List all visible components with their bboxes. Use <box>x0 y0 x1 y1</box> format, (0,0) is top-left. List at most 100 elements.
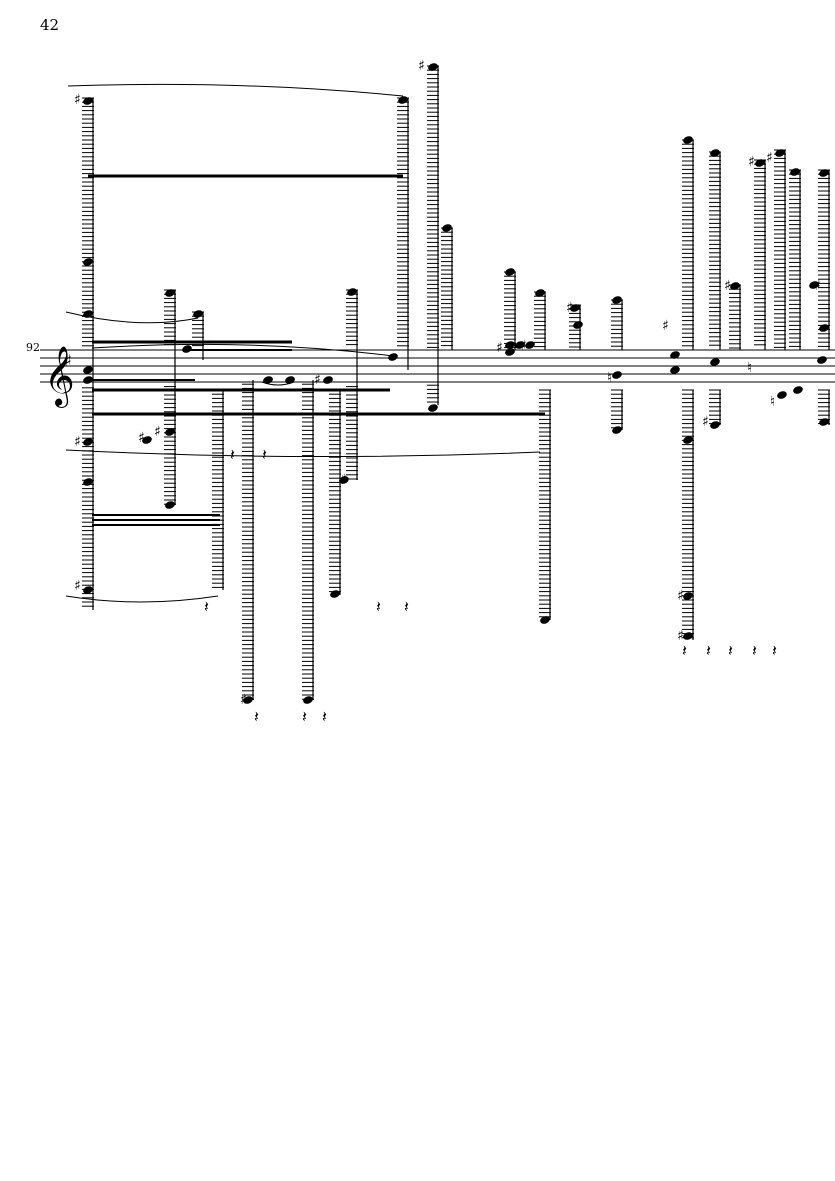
sharp-icon: ♯ <box>566 300 573 316</box>
slur <box>65 595 219 603</box>
sharp-icon: ♯ <box>662 318 669 334</box>
note-head <box>388 353 398 361</box>
note-head <box>612 371 622 379</box>
quarter-rest-icon: 𝄽 <box>404 597 409 616</box>
sharp-icon: ♯ <box>702 414 709 430</box>
quarter-rest-icon: 𝄽 <box>728 641 733 660</box>
page-number: 42 <box>40 16 60 34</box>
sharp-icon: ♯ <box>340 472 347 488</box>
note-head <box>330 590 340 598</box>
sharp-icon: ♯ <box>766 150 773 166</box>
note-head <box>428 404 438 412</box>
sharp-icon: ♯ <box>814 278 821 294</box>
note-head <box>83 376 93 384</box>
quarter-rest-icon: 𝄽 <box>302 707 307 726</box>
quarter-rest-icon: 𝄽 <box>230 445 235 464</box>
note-head <box>670 351 680 359</box>
note-head <box>83 438 93 446</box>
note-head <box>165 501 175 509</box>
note-head <box>83 478 93 486</box>
note-head <box>683 592 693 600</box>
note-head <box>790 168 800 176</box>
sharp-icon: ♯ <box>138 430 145 446</box>
note-head <box>809 281 819 289</box>
note-head <box>775 149 785 157</box>
quarter-rest-icon: 𝄽 <box>706 641 711 660</box>
note-head <box>612 296 622 304</box>
sharp-icon: ♯ <box>677 588 684 604</box>
note-head <box>505 341 515 349</box>
note-head <box>573 321 583 329</box>
slur <box>65 449 541 458</box>
note-head <box>83 366 93 374</box>
quarter-rest-icon: 𝄽 <box>376 597 381 616</box>
natural-icon: ♮ <box>607 370 612 386</box>
note-head <box>398 96 408 104</box>
note-head <box>710 421 720 429</box>
sharp-icon: ♯ <box>74 92 81 108</box>
note-head <box>710 149 720 157</box>
note-head <box>540 616 550 624</box>
note-head <box>515 341 525 349</box>
note-head <box>819 324 829 332</box>
slur <box>91 343 394 357</box>
quarter-rest-icon: 𝄽 <box>204 597 209 616</box>
sharp-icon: ♯ <box>74 578 81 594</box>
note-head <box>165 428 175 436</box>
slurs <box>65 83 541 603</box>
note-head <box>570 304 580 312</box>
note-head <box>243 696 253 704</box>
note-head <box>683 136 693 144</box>
note-head <box>535 289 545 297</box>
sharp-icon: ♯ <box>240 692 247 708</box>
note-head <box>777 391 787 399</box>
sharp-icon: ♯ <box>314 372 321 388</box>
note-head <box>182 345 192 353</box>
quarter-rest-icon: 𝄽 <box>682 641 687 660</box>
treble-clef-icon: 𝄞 <box>44 346 75 408</box>
note-head <box>710 358 720 366</box>
rests: 𝄽 𝄽 𝄽 𝄽 𝄽 𝄽 𝄽 𝄽 𝄽 𝄽 𝄽 𝄽 𝄽 <box>204 445 777 726</box>
note-head <box>683 632 693 640</box>
note-head <box>612 426 622 434</box>
note-head <box>683 436 693 444</box>
note-head <box>339 476 349 484</box>
note-head <box>793 386 803 394</box>
sharp-icon: ♯ <box>520 338 527 354</box>
note-head <box>165 289 175 297</box>
quarter-rest-icon: 𝄽 <box>752 641 757 660</box>
note-head <box>819 169 829 177</box>
note-head <box>730 282 740 290</box>
quarter-rest-icon: 𝄽 <box>262 445 267 464</box>
note-head <box>819 418 829 426</box>
sharp-icon: ♯ <box>74 434 81 450</box>
note-head <box>193 310 203 318</box>
note-head <box>670 366 680 374</box>
accidentals: ♯♯♯♯♯♯♯♯♯♯♯♯♯♯♯♯♯♯♯♯♮♮♮ <box>74 58 821 708</box>
note-head <box>817 356 827 364</box>
sharp-icon: ♯ <box>154 424 161 440</box>
note-head <box>83 586 93 594</box>
note-head <box>323 376 333 384</box>
note-head <box>263 376 273 384</box>
quarter-rest-icon: 𝄽 <box>322 707 327 726</box>
measure-number: 92 <box>26 341 40 354</box>
note-head <box>755 159 765 167</box>
natural-icon: ♮ <box>747 360 752 376</box>
slur <box>67 83 404 97</box>
ledger-lines <box>82 65 830 700</box>
sharp-icon: ♯ <box>724 278 731 294</box>
quarter-rest-icon: 𝄽 <box>254 707 259 726</box>
natural-icon: ♮ <box>770 394 775 410</box>
note-heads <box>83 63 829 704</box>
sharp-icon: ♯ <box>496 340 503 356</box>
quarter-rest-icon: 𝄽 <box>772 641 777 660</box>
note-head <box>525 341 535 349</box>
note-head <box>303 696 313 704</box>
note-head <box>83 258 93 266</box>
sharp-icon: ♯ <box>748 154 755 170</box>
beams <box>88 174 545 526</box>
note-head <box>285 376 295 384</box>
note-stems <box>92 66 830 700</box>
